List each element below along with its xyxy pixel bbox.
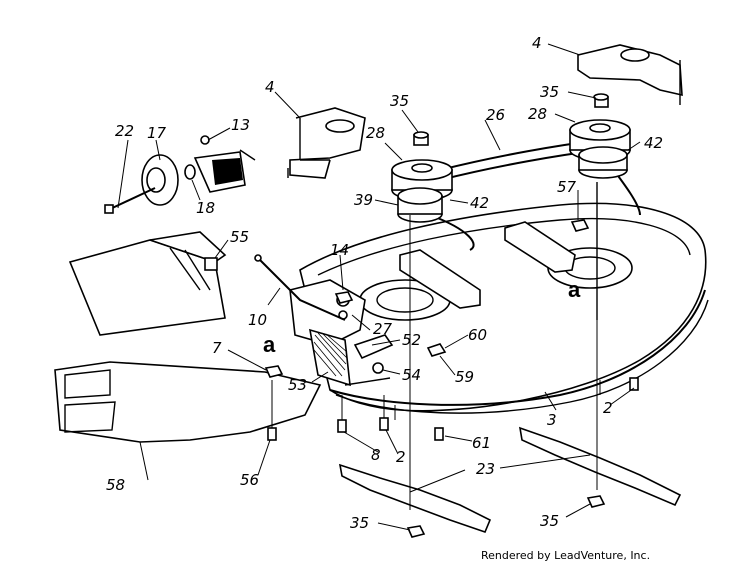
label-42-left: 42 (470, 194, 489, 212)
label-8: 8 (371, 446, 381, 464)
label-59: 59 (455, 368, 474, 386)
label-2-right: 2 (603, 399, 613, 417)
discharge-chute (68, 231, 227, 336)
label-39: 39 (354, 191, 373, 209)
label-53: 53 (288, 376, 307, 394)
leader-lines (117, 43, 641, 531)
rod-10 (254, 254, 346, 321)
label-23: 23 (476, 460, 495, 478)
blade-right (518, 426, 682, 507)
label-58: 58 (106, 476, 125, 494)
label-55: 55 (230, 228, 249, 246)
label-61: 61 (472, 434, 491, 452)
label-13: 13 (231, 116, 250, 134)
label-54: 54 (402, 366, 421, 384)
label-42-right: 42 (644, 134, 663, 152)
label-14: 14 (330, 241, 349, 259)
label-22: 22 (115, 122, 134, 140)
label-4-right: 4 (532, 34, 542, 52)
label-2-left: 2 (396, 448, 406, 466)
deck-housing (299, 202, 709, 420)
label-52: 52 (402, 331, 421, 349)
label-35-left: 35 (390, 92, 409, 110)
label-4-left: 4 (265, 78, 275, 96)
render-credit: Rendered by LeadVenture, Inc. (481, 549, 651, 562)
gauge-wheel-assembly (104, 135, 256, 214)
left-spindle-pulley (391, 131, 453, 223)
label-a-left: a (263, 332, 276, 357)
label-35-bottom-left: 35 (350, 514, 369, 532)
label-56: 56 (240, 471, 259, 489)
label-35-right: 35 (540, 83, 559, 101)
label-57: 57 (557, 178, 577, 196)
label-18: 18 (196, 199, 215, 217)
belt-cover-left (287, 107, 366, 179)
label-a-right: a (568, 277, 581, 302)
callout-labels: 22 17 13 18 4 4 35 35 28 28 26 42 42 39 … (106, 34, 663, 532)
hardware (264, 185, 639, 538)
label-35-bottom-right: 35 (540, 512, 559, 530)
label-7: 7 (212, 339, 222, 357)
label-17: 17 (147, 124, 167, 142)
label-28-right: 28 (528, 105, 547, 123)
label-3: 3 (547, 411, 557, 429)
label-60: 60 (468, 326, 487, 344)
belt-cover-right (577, 44, 683, 105)
label-10: 10 (248, 311, 267, 329)
right-spindle-pulley (569, 93, 631, 320)
bumper-58 (54, 361, 322, 443)
blade-left (338, 463, 492, 533)
label-27: 27 (373, 320, 393, 338)
label-26: 26 (486, 106, 505, 124)
label-28-left: 28 (366, 124, 385, 142)
